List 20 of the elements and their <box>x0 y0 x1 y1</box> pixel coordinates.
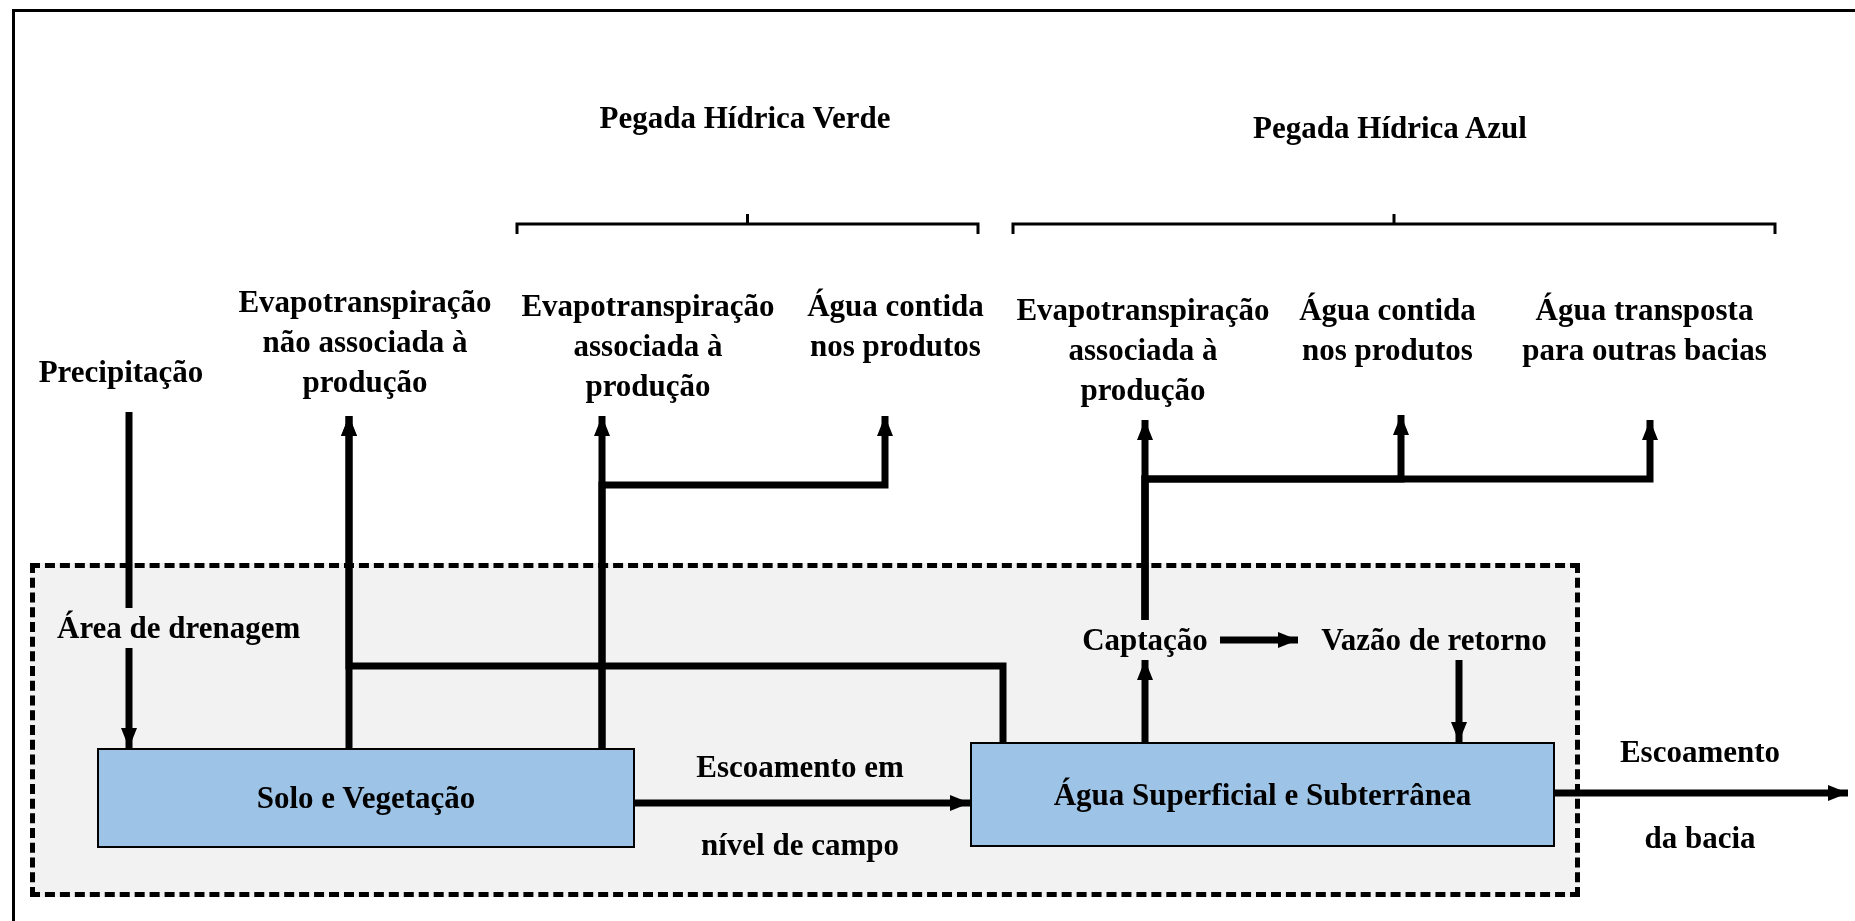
process-box: Água Superficial e Subterrânea <box>970 742 1555 847</box>
edge-label: Escoamento em nível de campo <box>695 748 905 864</box>
arrow <box>341 416 1007 742</box>
node-label: Evapotranspiração associada à produção <box>520 287 776 405</box>
process-box: Solo e Vegetação <box>97 748 635 848</box>
arrow <box>635 795 970 811</box>
node-label: Água contida nos produtos <box>806 287 985 365</box>
node-label: Água transposta para outras bacias <box>1521 291 1768 369</box>
node-label: Precipitação <box>38 353 204 391</box>
edge-label: Escoamento da bacia <box>1618 733 1782 857</box>
drainage-area <box>30 563 1580 897</box>
node-label: Vazão de retorno <box>1321 621 1547 659</box>
arrow <box>121 412 137 748</box>
group-heading: Pegada Hídrica Verde <box>599 99 891 137</box>
node-label: Água contida nos produtos <box>1298 291 1477 369</box>
area-label: Área de drenagem <box>57 608 301 648</box>
group-heading: Pegada Hídrica Azul <box>1253 109 1527 147</box>
node-label: Evapotranspiração não associada à produção <box>237 283 493 401</box>
node-label: Evapotranspiração associada à produção <box>1015 291 1271 409</box>
node-label: Captação <box>1082 621 1208 659</box>
